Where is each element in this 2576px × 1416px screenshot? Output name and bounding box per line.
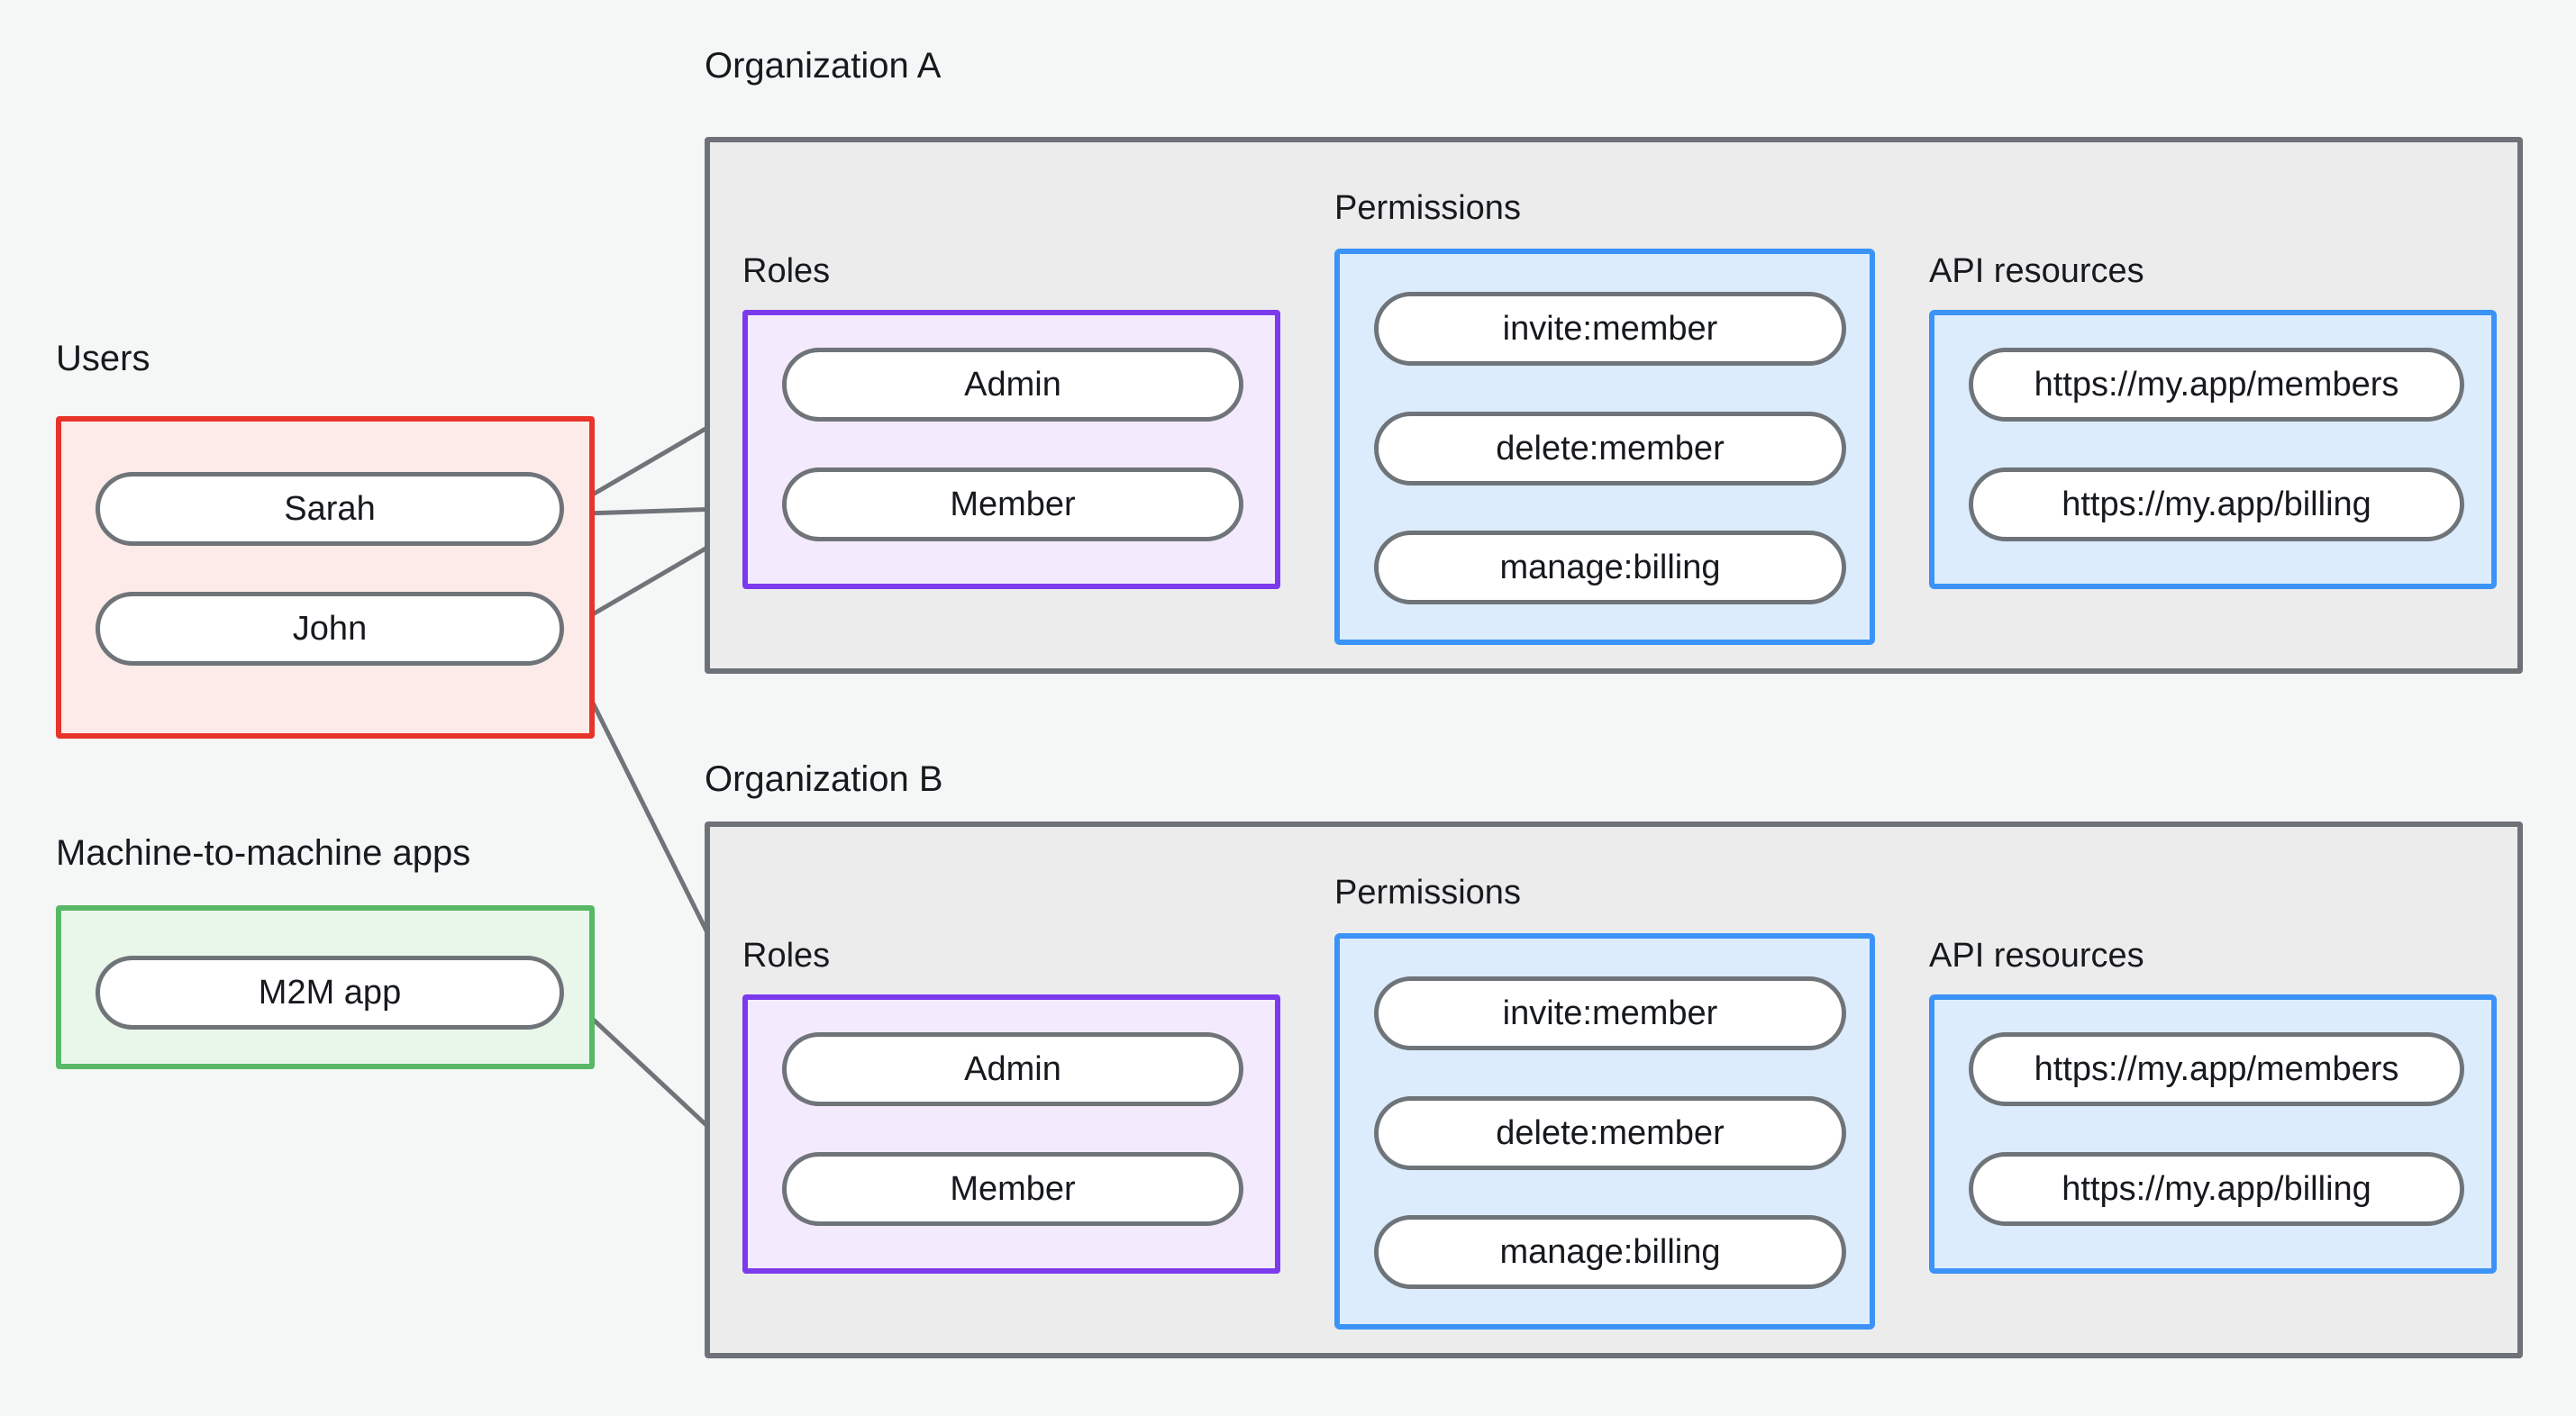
organization-a-label: Organization A [705, 46, 942, 86]
api-resources-box-b: https://my.app/members https://my.app/bi… [1929, 994, 2497, 1274]
role-pill-admin-b[interactable]: Admin [782, 1032, 1243, 1106]
role-pill-member-b[interactable]: Member [782, 1152, 1243, 1226]
permissions-box-b: invite:member delete:member manage:billi… [1334, 933, 1875, 1330]
permission-pill-invite-member-a[interactable]: invite:member [1374, 292, 1846, 366]
api-resource-pill-members-a[interactable]: https://my.app/members [1969, 348, 2464, 422]
organization-a-box: Roles Admin Member Permissions invite:me… [705, 137, 2523, 674]
api-resource-pill-members-b[interactable]: https://my.app/members [1969, 1032, 2464, 1106]
users-group-label: Users [56, 339, 150, 378]
user-pill-john[interactable]: John [96, 592, 564, 666]
role-pill-member-a[interactable]: Member [782, 467, 1243, 541]
permission-pill-manage-billing-a[interactable]: manage:billing [1374, 531, 1846, 604]
permission-pill-delete-member-a[interactable]: delete:member [1374, 412, 1846, 486]
m2m-group-label: Machine-to-machine apps [56, 833, 471, 873]
roles-box-b: Admin Member [742, 994, 1280, 1274]
role-pill-admin-a[interactable]: Admin [782, 348, 1243, 422]
permission-pill-delete-member-b[interactable]: delete:member [1374, 1096, 1846, 1170]
api-resources-label-b: API resources [1929, 937, 2144, 975]
permission-pill-manage-billing-b[interactable]: manage:billing [1374, 1215, 1846, 1289]
permission-pill-invite-member-b[interactable]: invite:member [1374, 976, 1846, 1050]
api-resources-box-a: https://my.app/members https://my.app/bi… [1929, 310, 2497, 589]
api-resource-pill-billing-a[interactable]: https://my.app/billing [1969, 467, 2464, 541]
organization-b-box: Roles Admin Member Permissions invite:me… [705, 821, 2523, 1358]
roles-box-a: Admin Member [742, 310, 1280, 589]
organization-b-label: Organization B [705, 759, 943, 799]
permissions-label-b: Permissions [1334, 874, 1521, 912]
roles-label-a: Roles [742, 252, 831, 290]
api-resource-pill-billing-b[interactable]: https://my.app/billing [1969, 1152, 2464, 1226]
user-pill-sarah[interactable]: Sarah [96, 472, 564, 546]
roles-label-b: Roles [742, 937, 831, 975]
permissions-box-a: invite:member delete:member manage:billi… [1334, 249, 1875, 645]
m2m-group-box: M2M app [56, 905, 595, 1069]
m2m-pill-app[interactable]: M2M app [96, 956, 564, 1030]
users-group-box: Sarah John [56, 416, 595, 739]
api-resources-label-a: API resources [1929, 252, 2144, 290]
permissions-label-a: Permissions [1334, 189, 1521, 227]
